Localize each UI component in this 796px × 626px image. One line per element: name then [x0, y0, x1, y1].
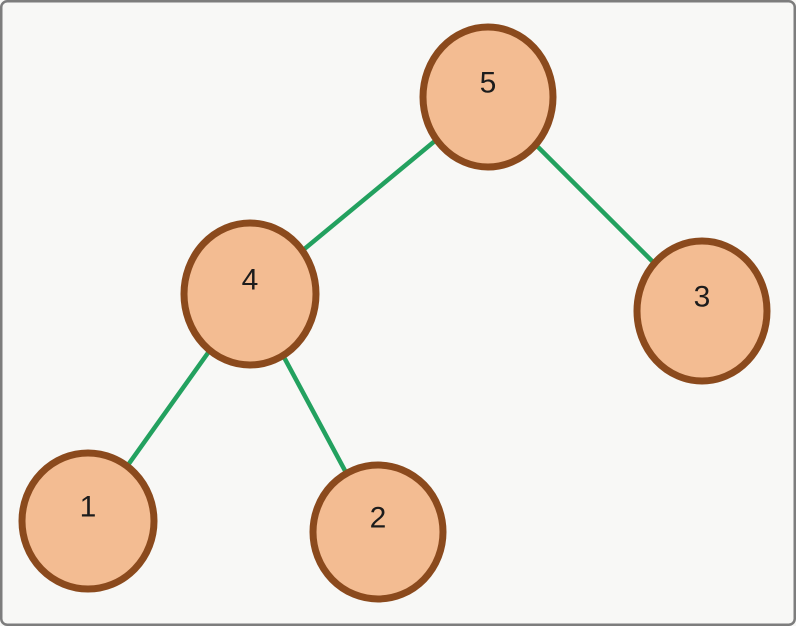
- tree-node-4: 4: [180, 219, 320, 369]
- node-circle: [419, 23, 557, 171]
- node-label: 3: [694, 281, 711, 314]
- tree-node-5: 5: [419, 23, 557, 171]
- tree-node-1: 1: [18, 449, 158, 593]
- node-circle: [180, 219, 320, 369]
- tree-node-3: 3: [633, 237, 771, 385]
- node-label: 2: [370, 502, 387, 535]
- tree-node-2: 2: [309, 461, 447, 603]
- node-label: 1: [80, 491, 97, 524]
- node-circle: [18, 449, 158, 593]
- node-circle: [309, 461, 447, 603]
- node-label: 5: [480, 67, 497, 100]
- node-circle: [633, 237, 771, 385]
- node-label: 4: [242, 264, 259, 297]
